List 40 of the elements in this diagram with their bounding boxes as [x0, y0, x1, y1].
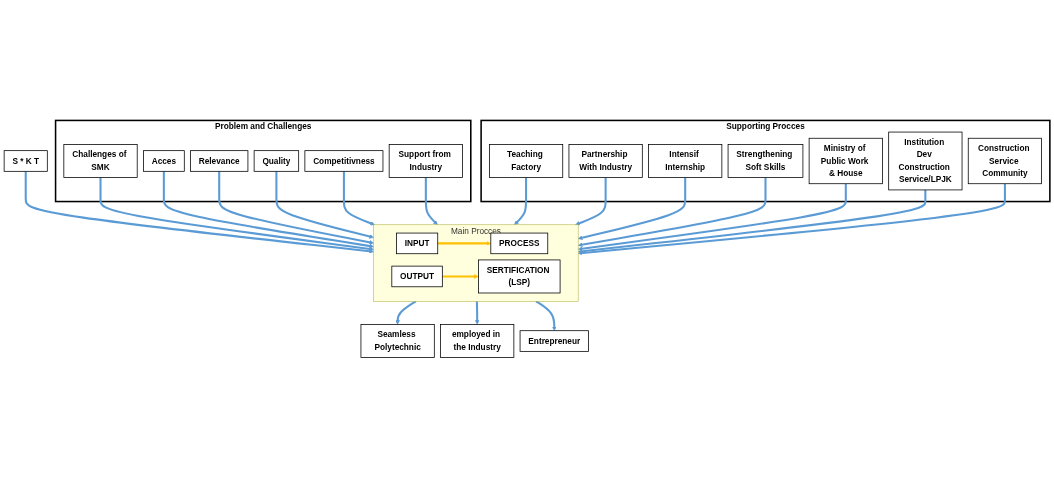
- arrow: [342, 171, 375, 226]
- node-box: Relevance: [190, 150, 249, 172]
- node-box: Strengthening Soft Skills: [727, 144, 804, 178]
- arrow: [535, 300, 557, 331]
- node-box: S * K T: [3, 150, 48, 172]
- arrow: [24, 171, 374, 254]
- arrow: [577, 177, 687, 240]
- arrow: [275, 171, 374, 239]
- node-box: Acces: [143, 150, 185, 172]
- node-box: Challenges of SMK: [63, 144, 138, 178]
- arrow: [218, 171, 374, 245]
- node-box: INPUT: [396, 232, 439, 255]
- node-box: Teaching Factory: [489, 144, 564, 178]
- node-box: OUTPUT: [391, 265, 443, 288]
- node-box: Construction Service Community: [967, 137, 1042, 185]
- arrow: [577, 189, 927, 254]
- node-box: Quality: [253, 150, 300, 172]
- arrow: [395, 300, 417, 325]
- arrow: [474, 301, 480, 325]
- node-box: Competitivness: [304, 150, 384, 172]
- node-box: PROCESS: [490, 232, 549, 255]
- node-box: Ministry of Public Work & House: [808, 137, 883, 185]
- arrow: [424, 177, 438, 225]
- node-box: Entrepreneur: [519, 330, 589, 352]
- node-box: Partnership With Industry: [568, 144, 643, 178]
- arrow: [162, 171, 374, 249]
- arrow: [514, 177, 528, 225]
- arrow: [577, 177, 767, 247]
- arrow: [575, 177, 607, 226]
- node-box: Institution Dev Construction Service/LPJK: [888, 131, 963, 191]
- arrow: [577, 183, 847, 251]
- arrow: [437, 241, 491, 246]
- node-box: Intensif Internship: [648, 144, 723, 178]
- node-box: Seamless Polytechnic: [360, 324, 435, 358]
- node-box: employed in the Industry: [440, 324, 515, 358]
- arrow: [442, 274, 479, 279]
- arrow: [577, 183, 1006, 256]
- node-box: SERTIFICATION (LSP): [478, 259, 561, 294]
- node-box: Support from Industry: [388, 144, 463, 178]
- arrow: [99, 177, 374, 252]
